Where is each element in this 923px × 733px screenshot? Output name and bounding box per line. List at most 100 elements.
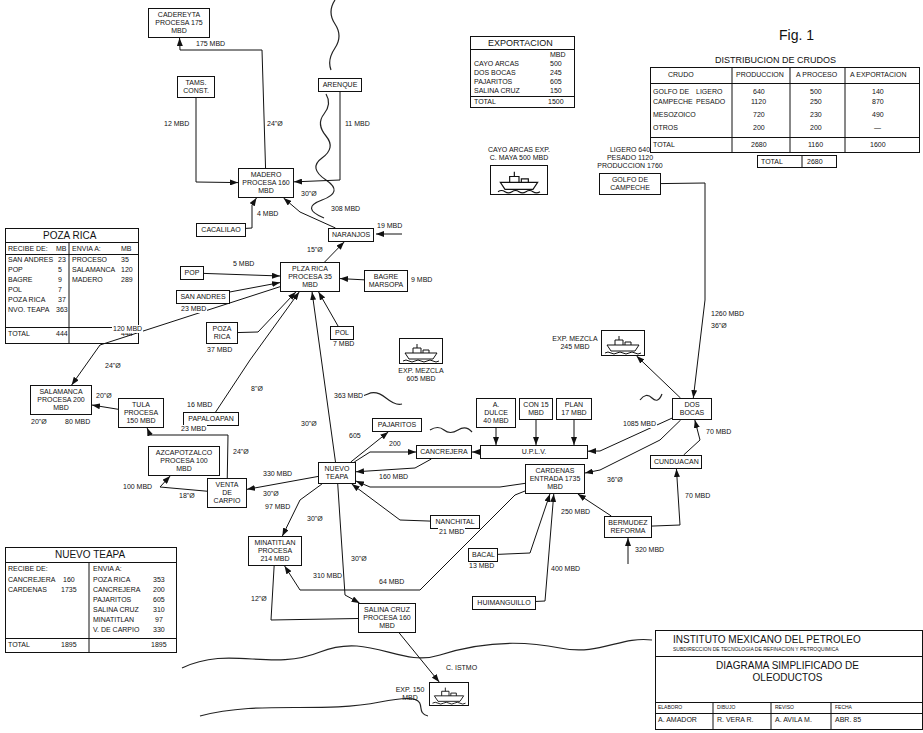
table-cell: PROCESO bbox=[72, 256, 107, 264]
table-border bbox=[651, 68, 920, 153]
data-table: EXPORTACIONMBDCAYO ARCAS500DOS BOCAS245P… bbox=[470, 36, 575, 108]
station-name: CON 15 MBD bbox=[523, 401, 549, 417]
ship-stroke bbox=[615, 336, 631, 345]
table-cell: ENVIA A: bbox=[93, 565, 122, 573]
pipeline bbox=[399, 633, 439, 682]
pipeline bbox=[204, 273, 280, 276]
table-cell: TOTAL bbox=[761, 158, 783, 166]
ship-icon bbox=[602, 331, 644, 355]
ship-stroke bbox=[510, 172, 529, 183]
table-cell: 870 bbox=[872, 98, 884, 106]
table-cell: 160 bbox=[63, 576, 75, 584]
table-cell: TOTAL bbox=[653, 141, 675, 149]
table-rule bbox=[655, 702, 923, 703]
table-rule bbox=[802, 156, 803, 169]
pipeline bbox=[354, 452, 416, 462]
pipeline bbox=[588, 418, 672, 451]
flow-label: 70 MBD bbox=[684, 492, 711, 500]
pipeline bbox=[536, 494, 554, 601]
data-table: TOTAL2680 bbox=[757, 155, 837, 168]
flow-label: 37 MBD bbox=[206, 346, 233, 354]
table-cell: 140 bbox=[872, 88, 884, 96]
station-name: PAJARITOS bbox=[376, 421, 418, 429]
table-cell: INSTITUTO MEXICANO DEL PETROLEO bbox=[673, 634, 861, 646]
flow-label: 1085 MBD bbox=[622, 420, 657, 428]
flow-label: 9 MBD bbox=[410, 276, 433, 284]
table-cell: SAN ANDRES bbox=[8, 256, 53, 264]
station-box: TULA PROCESA 150 MBD bbox=[118, 398, 164, 428]
table-cell: RECIBE DE: bbox=[8, 565, 48, 573]
station-box: VENTA DE CARPIO bbox=[207, 478, 247, 508]
table-rule bbox=[831, 703, 832, 731]
station-box: PAJARITOS bbox=[372, 418, 422, 432]
export-terminal: EXP. 150 MBD bbox=[394, 682, 469, 706]
flow-label: 64 MBD bbox=[378, 578, 405, 586]
map-label: 30"Ø bbox=[306, 515, 324, 523]
table-cell: TOTAL bbox=[8, 330, 30, 338]
table-cell: 1895 bbox=[151, 641, 167, 649]
node-text: CAYO ARCAS EXP. C. MAYA 500 MBD bbox=[488, 146, 550, 162]
flow-label: 97 MBD bbox=[264, 503, 291, 511]
ship-frame bbox=[601, 330, 645, 356]
pipeline bbox=[498, 494, 550, 554]
flow-label: 310 MBD bbox=[312, 572, 343, 580]
flow-label: 200 bbox=[388, 440, 402, 448]
table-cell: MADERO bbox=[72, 276, 103, 284]
map-label: 30"Ø bbox=[300, 420, 318, 428]
table-cell: CAYO ARCAS bbox=[474, 60, 519, 68]
table-cell: PAJARITOS bbox=[93, 596, 131, 604]
table-cell: 330 bbox=[153, 626, 165, 634]
flow-stub bbox=[376, 234, 402, 235]
station-name: CUNDUACAN bbox=[654, 458, 698, 466]
station-box: CON 15 MBD bbox=[519, 398, 553, 420]
station-name: SALAMANCA PROCESA 200 MBD bbox=[34, 388, 88, 412]
pipeline bbox=[574, 420, 575, 445]
table-rule bbox=[5, 254, 139, 255]
station-name: CADEREYTA PROCESA 175 MBD bbox=[152, 11, 206, 35]
map-label: 24"Ø bbox=[232, 448, 250, 456]
pipeline bbox=[312, 292, 335, 462]
export-terminal: EXP. MEZCLA 605 MBD bbox=[396, 338, 446, 383]
station-name: U.P.L.V. bbox=[484, 448, 584, 456]
flow-label: 400 MBD bbox=[550, 565, 581, 573]
flow-label: 16 MBD bbox=[186, 401, 213, 409]
table-cell: SALINA CRUZ bbox=[474, 87, 520, 95]
station-name: POL bbox=[334, 329, 350, 337]
map-label: 20"Ø bbox=[30, 418, 48, 426]
table-rule bbox=[845, 68, 846, 154]
pipeline bbox=[285, 491, 525, 590]
table-rule bbox=[655, 713, 923, 714]
table-cell: GOLFO DE bbox=[653, 88, 689, 96]
station-box: PLAN 17 MBD bbox=[556, 398, 592, 420]
flow-label: 120 MBD bbox=[112, 325, 143, 333]
map-label: 15"Ø bbox=[306, 246, 324, 254]
station-name: ARENQUE bbox=[322, 81, 358, 89]
table-cell: 200 bbox=[753, 124, 765, 132]
table-cell: R. VERA R. bbox=[717, 716, 754, 724]
pipeline bbox=[338, 484, 360, 603]
station-box: NUEVO TEAPA bbox=[318, 462, 356, 484]
table-cell: 640 bbox=[753, 88, 765, 96]
station-box: HUIMANGUILLO bbox=[472, 596, 536, 610]
table-cell: REVISO bbox=[775, 705, 794, 711]
table-cell: POZA RICA bbox=[43, 230, 96, 242]
table-cell: DOS BOCAS bbox=[474, 69, 516, 77]
pipeline bbox=[230, 283, 280, 292]
map-label: 30"Ø bbox=[262, 490, 280, 498]
pipeline bbox=[637, 356, 681, 398]
map-label: C. ISTMO bbox=[445, 664, 478, 672]
flow-label: 1260 MBD bbox=[710, 310, 745, 318]
table-cell: FECHA bbox=[835, 705, 852, 711]
pipeline bbox=[340, 279, 364, 280]
flow-label: 330 MBD bbox=[262, 470, 293, 478]
station-box: BACAL bbox=[468, 548, 498, 562]
flow-label: 605 bbox=[348, 432, 362, 440]
table-cell: 444 bbox=[56, 330, 68, 338]
table-cell: 605 bbox=[153, 596, 165, 604]
table-border bbox=[758, 156, 837, 168]
table-cell: 1895 bbox=[61, 641, 77, 649]
pipeline bbox=[271, 566, 358, 620]
map-label: 18"Ø bbox=[178, 492, 196, 500]
pipeline bbox=[536, 420, 537, 445]
